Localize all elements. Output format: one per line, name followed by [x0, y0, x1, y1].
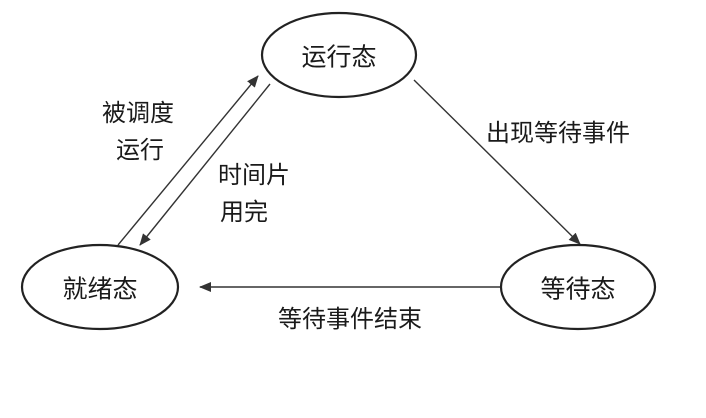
timeslice-arrow [139, 83, 271, 246]
state-waiting-ellipse [499, 243, 657, 331]
state-waiting-label: 等待态 [540, 275, 615, 304]
scheduled-arrow [117, 75, 259, 246]
state-waiting: 等待态 [499, 243, 657, 331]
state-ready: 就绪态 [20, 243, 180, 331]
timeslice-label-line2: 用完 [220, 198, 268, 226]
state-running: 运行态 [260, 11, 418, 99]
scheduled-label-line2: 运行 [116, 136, 164, 164]
state-ready-label: 就绪态 [62, 275, 137, 304]
wait-event-label: 出现等待事件 [486, 119, 630, 147]
state-ready-ellipse [20, 243, 180, 331]
wait-event-arrow [413, 79, 581, 245]
state-running-ellipse [260, 11, 418, 99]
state-running-label: 运行态 [301, 43, 376, 72]
timeslice-label-line1: 时间片 [218, 161, 290, 189]
wait-end-label: 等待事件结束 [278, 305, 422, 333]
scheduled-label-line1: 被调度 [102, 99, 174, 127]
